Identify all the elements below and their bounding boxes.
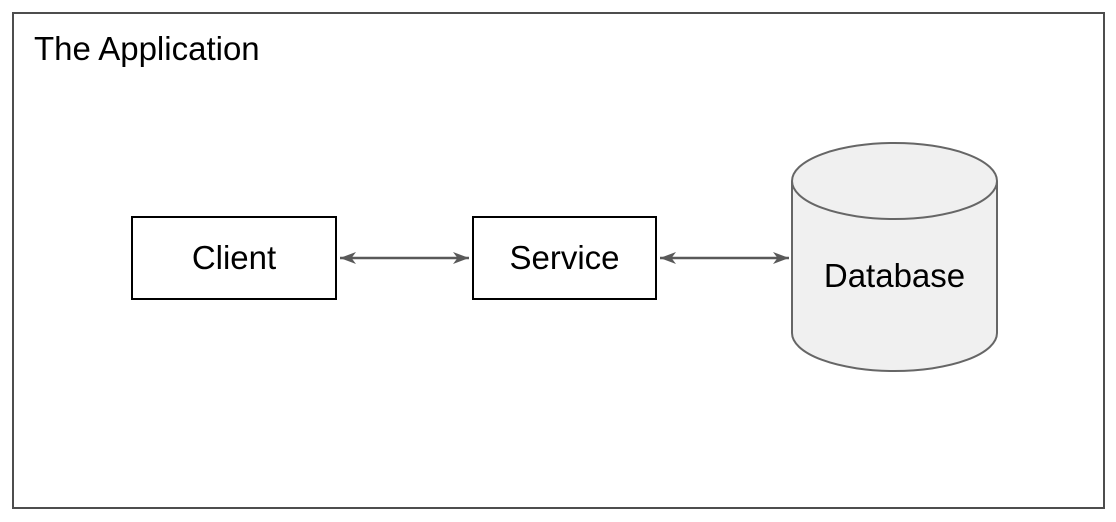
node-client-label: Client <box>191 239 277 276</box>
diagram-title: The Application <box>34 30 260 67</box>
node-service: Service <box>472 216 657 300</box>
node-service-label: Service <box>509 239 620 276</box>
node-database-label: Database <box>823 257 966 294</box>
node-client: Client <box>131 216 337 300</box>
